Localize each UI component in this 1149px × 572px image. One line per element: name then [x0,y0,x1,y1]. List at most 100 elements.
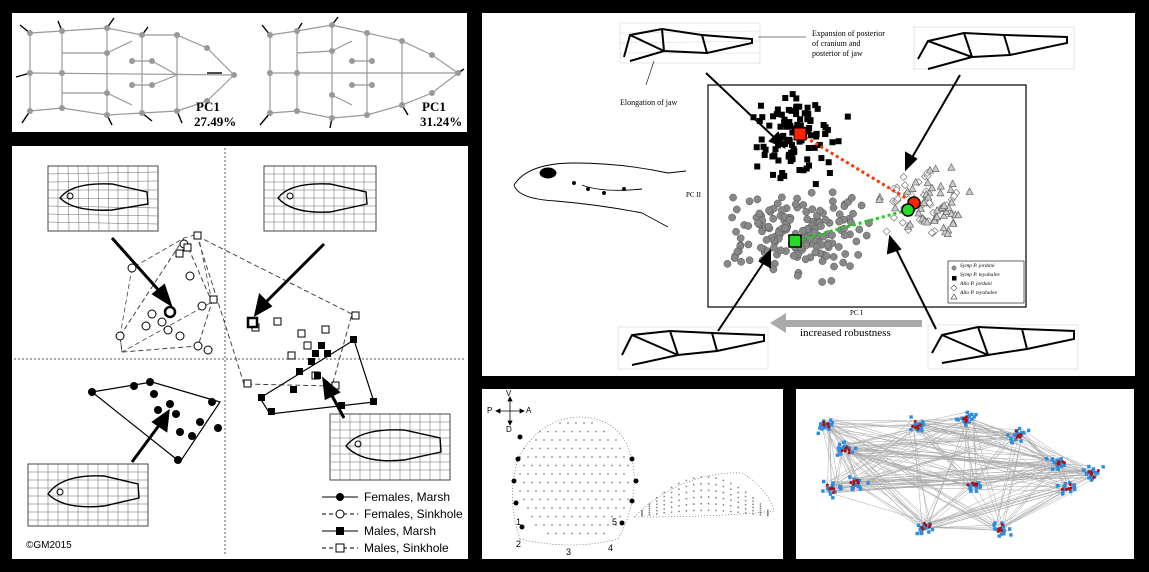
side-mesh-dot [655,497,658,499]
mesh-dot [615,473,617,475]
mesh-dot [567,490,569,492]
point-allo-jordani [900,181,909,190]
blue-point [923,525,927,530]
blue-point [1055,458,1060,462]
red-point [1015,435,1019,439]
blue-point [857,484,862,489]
red-point [1089,470,1093,474]
red-mean-marker [793,127,807,141]
link-line [1021,431,1071,490]
side-mesh-dot [759,511,762,514]
mesh-dot [603,430,605,433]
blue-point [1054,461,1059,466]
blue-point [821,489,825,493]
side-mesh-dot [685,497,688,500]
blue-point [830,483,835,488]
blue-point [919,528,923,532]
link-line [846,451,1002,531]
mesh-dot [563,498,565,501]
link-line [855,425,919,486]
blue-point [1000,525,1005,530]
point-symp-jordani [744,240,753,249]
link-line [832,433,1023,490]
side-mesh-dot [655,509,658,512]
side-mesh-dot [685,503,688,506]
side-mesh-dot [670,486,673,489]
point-allo-teyahalee [965,187,974,195]
side-mesh-dot [707,496,710,498]
side-mesh-dot [678,499,680,502]
side-mesh-dot [678,493,680,496]
link-lines [819,411,1103,533]
link-line [1001,462,1058,531]
red-point [911,424,915,428]
link-line [999,459,1060,529]
side-mesh-dot [700,482,703,485]
mesh-dot [571,515,573,518]
side-mesh-dot [700,502,703,505]
blue-point [1072,483,1077,487]
side-mesh-dot [715,490,717,493]
mesh-dot [627,464,629,467]
blue-point [1081,468,1086,472]
side-mesh-dot [707,476,710,479]
red-point [830,486,834,490]
blue-point [839,452,843,456]
wireframe-top-left [619,22,761,64]
point-symp-jordani [791,200,800,209]
mesh-dot [591,456,593,458]
red-point [916,427,920,431]
link-line [1065,456,1103,480]
legend-allo-teyahalee: Allo P. teyahalee [960,290,998,296]
mesh-dot [543,490,545,492]
mesh-dot [523,481,525,484]
mesh-dot [539,481,541,484]
link-line [827,423,964,428]
point-symp-teyahalee [758,136,765,143]
blue-point [1017,426,1022,431]
mesh-dot [599,490,601,492]
point-symp-jordani [830,262,838,271]
blue-point [1059,464,1063,469]
blue-point [848,475,852,479]
mesh-dot [531,515,533,518]
point-allo-teyahalee [942,207,951,215]
point-allo-teyahalee [891,203,900,212]
mesh-dot [551,524,553,526]
point-allo-jordani [898,218,907,227]
link-line [851,452,1063,462]
point-symp-teyahalee [785,153,792,160]
green-mean-marker [788,234,802,248]
side-mesh-dot [678,504,680,507]
mesh-dot [547,532,549,535]
blue-point [930,527,935,532]
point-symp-jordani [765,206,773,215]
point-symp-teyahalee [806,162,813,169]
side-mesh-dot [722,491,725,494]
panel-fish-shape-scatter: Females, Marsh Females, Sinkhole Males, … [12,146,468,559]
side-mesh-dot [744,503,747,506]
side-mesh-dot [729,493,732,496]
side-mesh-dot [663,503,666,506]
blue-point [825,486,830,491]
red-point [1092,475,1096,479]
point-allo-teyahalee [954,210,963,219]
blue-point [1062,463,1066,467]
red-point [999,529,1003,533]
blue-point [852,477,857,482]
blue-point [1062,484,1067,488]
mesh-dot [547,481,549,484]
side-mesh-dot [715,509,717,512]
link-line [927,524,1001,529]
side-mesh-dot [648,509,651,512]
left-landmarks [27,25,237,118]
mesh-dot [575,490,577,492]
point-symp-teyahalee [794,121,801,128]
link-line [1005,491,1075,527]
point-symp-teyahalee [770,113,777,120]
mesh-dot [587,515,589,518]
legend-allo-jordani: Allo P. jordani [960,281,992,287]
side-mesh-dot [678,510,680,513]
side-mesh-dot [648,511,651,514]
mesh-dot [591,524,593,526]
